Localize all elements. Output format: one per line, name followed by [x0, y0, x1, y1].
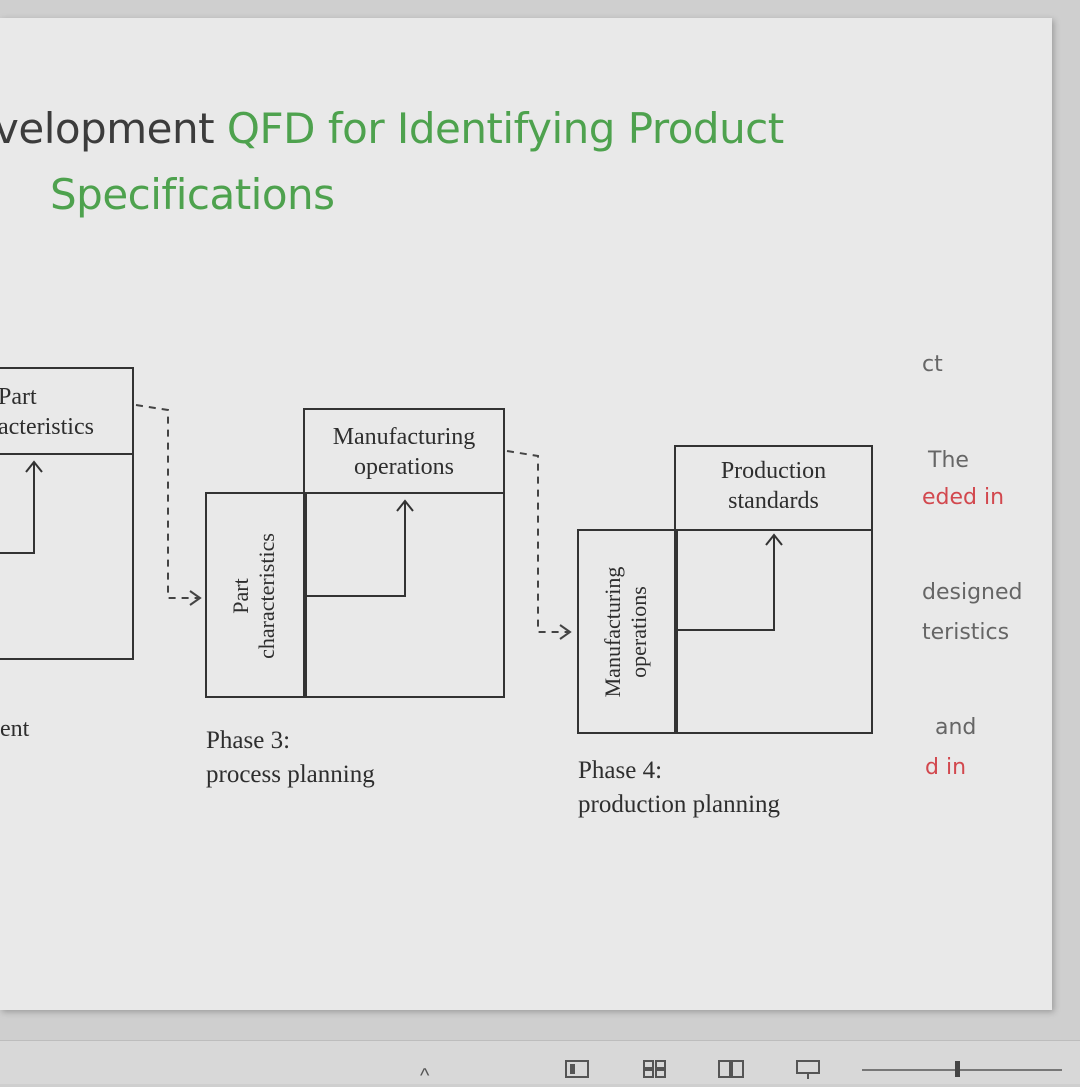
phase4-arrowhead — [765, 533, 783, 546]
phase4-internal-arrow — [678, 536, 775, 631]
notes-button[interactable]: ^ — [420, 1065, 430, 1087]
title-green-part: QFD for Identifying Product — [226, 104, 784, 153]
phase2-internal-arrow — [0, 463, 35, 554]
right-text-4: designed — [922, 580, 1023, 605]
normal-view-icon[interactable] — [565, 1060, 589, 1082]
slide-sorter-icon[interactable] — [643, 1060, 667, 1082]
zoom-slider-track[interactable] — [862, 1069, 1062, 1071]
phase2-caption: ent — [0, 716, 30, 742]
phase2-header-label: Part acteristics — [0, 384, 94, 440]
zoom-slider-thumb[interactable] — [955, 1061, 960, 1077]
phase4-caption: Phase 4: production planning — [578, 757, 781, 818]
phase3-internal-arrow — [307, 502, 406, 597]
phase4-matrix-box — [674, 529, 873, 734]
right-text-6: and — [935, 715, 977, 740]
slide-canvas — [0, 18, 1052, 1010]
connector-2-to-3-arrowhead — [189, 590, 202, 606]
slideshow-icon[interactable] — [796, 1060, 820, 1084]
right-text-3: eded in — [922, 485, 1005, 510]
connector-3-to-4-arrowhead — [559, 624, 572, 640]
title-dark-part: velopment — [0, 104, 227, 153]
slide-title-line2: Specifications — [50, 170, 335, 219]
slide-title: velopment QFD for Identifying Product — [0, 108, 784, 150]
phase4-header-label: Production standards — [720, 458, 827, 514]
reading-view-icon[interactable] — [718, 1060, 744, 1082]
phase3-caption: Phase 3: process planning — [206, 727, 375, 788]
phase3-header-label: Manufacturing operations — [332, 424, 476, 480]
right-text-5: teristics — [922, 620, 1010, 645]
right-text-1: ct — [922, 352, 943, 377]
phase2-matrix-box — [0, 453, 134, 660]
connector-3-to-4 — [506, 450, 568, 633]
phase2-arrowhead — [25, 460, 43, 473]
right-text-2: The — [928, 448, 969, 473]
phase3-matrix-box — [303, 492, 505, 698]
right-text-7: d in — [925, 755, 967, 780]
status-bar — [0, 1040, 1080, 1084]
phase3-side-box — [205, 492, 307, 698]
connector-2-to-3 — [135, 404, 198, 599]
phase4-side-box — [577, 529, 678, 734]
phase3-arrowhead — [396, 499, 414, 512]
